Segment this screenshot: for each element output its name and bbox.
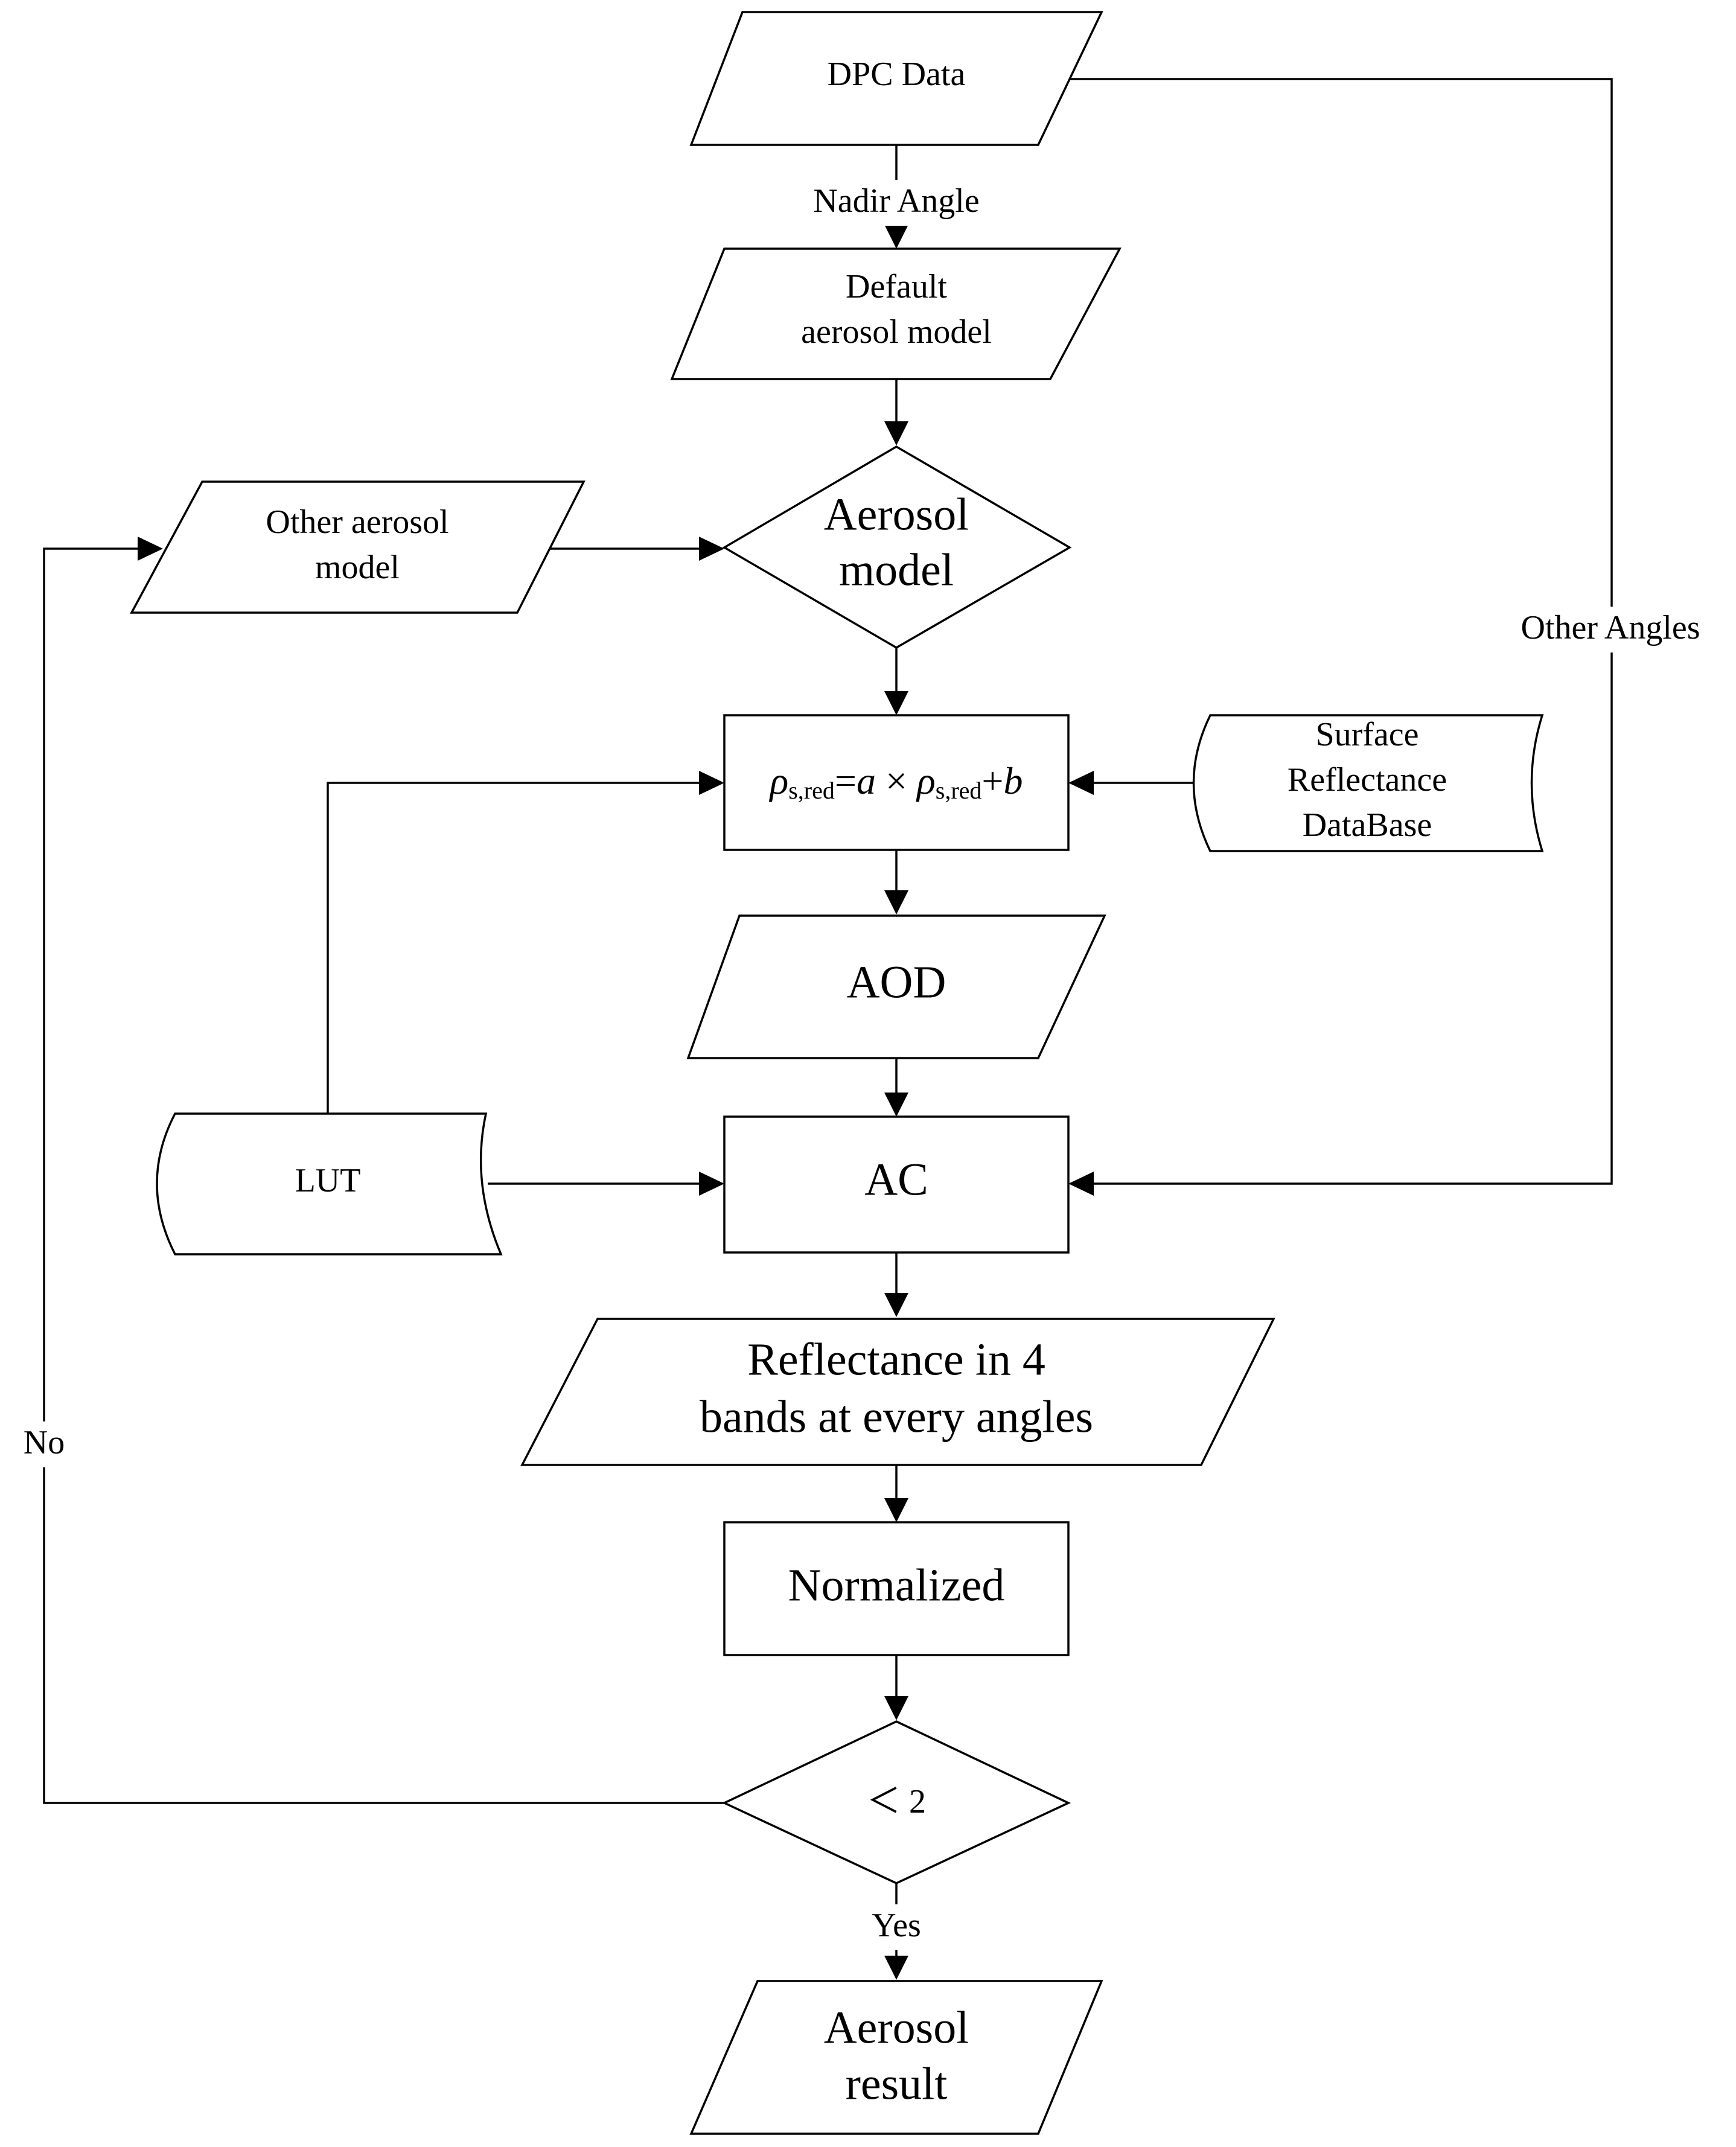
yes-label: Yes (872, 1907, 921, 1944)
other-angles-label: Other Angles (1521, 609, 1700, 646)
node-ac-process: AC (723, 1115, 1070, 1254)
formula-sub-1: s,red (788, 777, 835, 804)
node-aerosol-model-decision: Aerosol model (722, 445, 1072, 649)
node-normalized-process: Normalized (723, 1521, 1070, 1656)
formula-plus: + (981, 759, 1003, 802)
node-surface-reflectance-database: Surface Reflectance DataBase (1192, 714, 1544, 852)
surface-db-line1: Surface (1315, 716, 1418, 753)
surface-db-line2: Reflectance (1288, 761, 1447, 799)
other-model-line2: model (315, 549, 400, 586)
arrowhead-ac-top (884, 1093, 908, 1117)
arrowhead-ac-right (1068, 1172, 1094, 1196)
arrow-heads (138, 225, 1094, 1980)
connectors (43, 78, 1613, 1962)
node-reflectance-output: Reflectance in 4 bands at every angles (520, 1318, 1275, 1466)
reflectance-line1: Reflectance in 4 (747, 1334, 1045, 1385)
formula-text: ρs,red=a × ρs,red+b (769, 759, 1023, 805)
default-model-line2: aerosol model (801, 313, 992, 351)
node-dpc-data: DPC Data (689, 11, 1103, 146)
node-lut: LUT (156, 1112, 503, 1255)
arrowhead-formula-top (884, 691, 908, 715)
formula-rho-2: ρ (916, 759, 936, 802)
arrowhead-aerosol-model (884, 421, 908, 445)
arrowhead-other-model-in (699, 537, 724, 561)
threshold-label: ＜ 2 (867, 1783, 926, 1820)
aod-label: AOD (847, 957, 946, 1007)
lut-label: LUT (295, 1162, 361, 1199)
aerosol-model-line2: model (839, 544, 954, 595)
aerosol-model-line1: Aerosol (824, 489, 969, 540)
node-formula-process: ρs,red=a × ρs,red+b (723, 714, 1070, 851)
default-model-line1: Default (846, 268, 947, 305)
reflectance-line2: bands at every angles (700, 1391, 1093, 1442)
formula-sub-2: s,red (936, 777, 982, 804)
formula-times: × (876, 759, 917, 802)
arrowhead-check (884, 1696, 908, 1720)
formula-rho-1: ρ (769, 759, 789, 802)
arrowhead-formula-right (1068, 771, 1094, 795)
arrowhead-reflectance (884, 1293, 908, 1317)
node-other-aerosol-model: Other aerosol model (130, 480, 586, 614)
arrowhead-other-model-loop (138, 537, 163, 561)
arrowhead-result (884, 1956, 908, 1980)
formula-a: a (857, 759, 876, 802)
other-model-line1: Other aerosol (266, 503, 448, 541)
node-default-aerosol-model: Default aerosol model (670, 247, 1122, 380)
node-aod: AOD (686, 914, 1106, 1059)
dpc-data-label: DPC Data (828, 56, 966, 93)
node-aerosol-result: Aerosol result (689, 1980, 1103, 2135)
ac-label: AC (864, 1154, 928, 1205)
normalized-label: Normalized (788, 1560, 1005, 1610)
no-label: No (24, 1424, 65, 1461)
formula-b: b (1004, 759, 1023, 802)
result-line1: Aerosol (824, 2002, 969, 2053)
formula-eq: = (835, 759, 857, 802)
nadir-angle-label: Nadir Angle (813, 182, 979, 220)
node-threshold-decision: ＜ 2 (721, 1720, 1071, 1884)
edge-check-no-loop (43, 547, 724, 1804)
arrowhead-aod (884, 890, 908, 914)
edge-labels: Nadir Angle Other Angles No Yes (12, 180, 1726, 1950)
arrowhead-normalized (884, 1498, 908, 1522)
arrowhead-default (884, 225, 908, 249)
result-line2: result (846, 2058, 948, 2109)
arrowhead-ac-left (699, 1172, 724, 1196)
edge-lut-to-formula (327, 782, 702, 1114)
surface-db-line3: DataBase (1303, 806, 1432, 844)
arrowhead-formula-left (699, 771, 724, 795)
